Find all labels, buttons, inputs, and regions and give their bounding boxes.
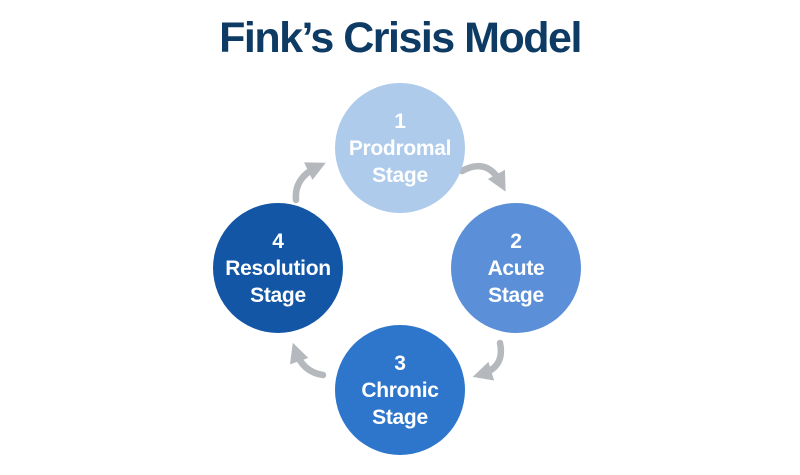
stage-name-line2: Stage	[250, 283, 306, 307]
stage-circle-resolution: 4 Resolution Stage	[213, 203, 343, 333]
stage-number: 3	[394, 351, 406, 375]
stage-number: 4	[272, 229, 284, 253]
stage-number: 2	[510, 229, 522, 253]
stage-number: 1	[394, 109, 406, 133]
arrow-2-to-3-icon	[472, 339, 505, 381]
stage-name-line1: Resolution	[225, 256, 331, 280]
stage-name-line1: Acute	[487, 256, 545, 280]
arrow-4-to-1-icon	[292, 162, 326, 204]
arrow-1-to-2-icon	[458, 162, 506, 192]
stage-circle-acute: 2 Acute Stage	[451, 203, 581, 333]
stage-name-line2: Stage	[372, 405, 428, 429]
arrow-3-to-4-icon	[290, 342, 327, 379]
stage-name-line2: Stage	[488, 283, 544, 307]
stage-name-line1: Chronic	[361, 378, 439, 402]
stage-name-line2: Stage	[372, 163, 428, 187]
page-title: Fink’s Crisis Model	[219, 14, 582, 62]
stage-name-line1: Prodromal	[348, 136, 452, 160]
stage-circle-prodromal: 1 Prodromal Stage	[335, 83, 465, 213]
stage-circle-chronic: 3 Chronic Stage	[335, 325, 465, 455]
